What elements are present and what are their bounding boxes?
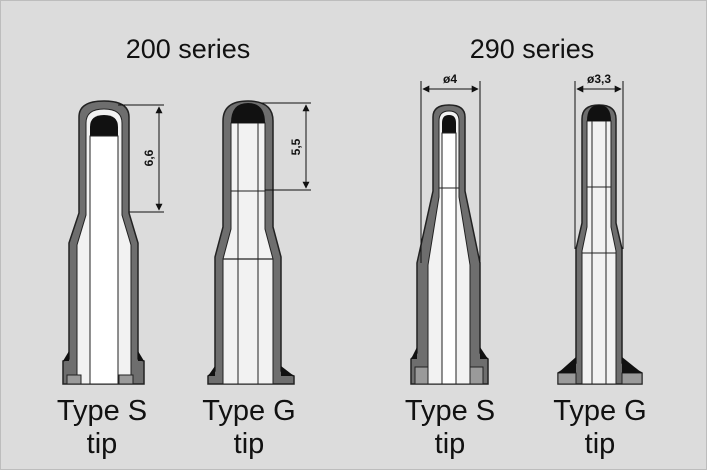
tip-290-type-g: ø3,3 <box>557 72 643 385</box>
caption-290-g-line1: Type G <box>553 395 647 427</box>
caption-200-g-line1: Type G <box>202 395 296 427</box>
series-title-200: 200 series <box>126 34 251 64</box>
tip-200-type-g: 5,5 <box>207 100 311 385</box>
series-title-290: 290 series <box>470 34 595 64</box>
caption-200-g-line2: tip <box>234 428 265 460</box>
caption-200-s-line1: Type S <box>57 395 147 427</box>
tip-290-type-s: ø4 <box>410 72 489 385</box>
dimension-label: 5,5 <box>289 138 303 155</box>
dimension-label: 6,6 <box>142 149 156 166</box>
caption-200-s-line2: tip <box>87 428 118 460</box>
tip-200-type-s: 6,6 <box>62 100 164 385</box>
caption-290-g-line2: tip <box>585 428 616 460</box>
caption-290-s-line1: Type S <box>405 395 495 427</box>
dimension-label: ø3,3 <box>587 72 611 86</box>
dimension-label: ø4 <box>443 72 457 86</box>
caption-290-s-line2: tip <box>435 428 466 460</box>
